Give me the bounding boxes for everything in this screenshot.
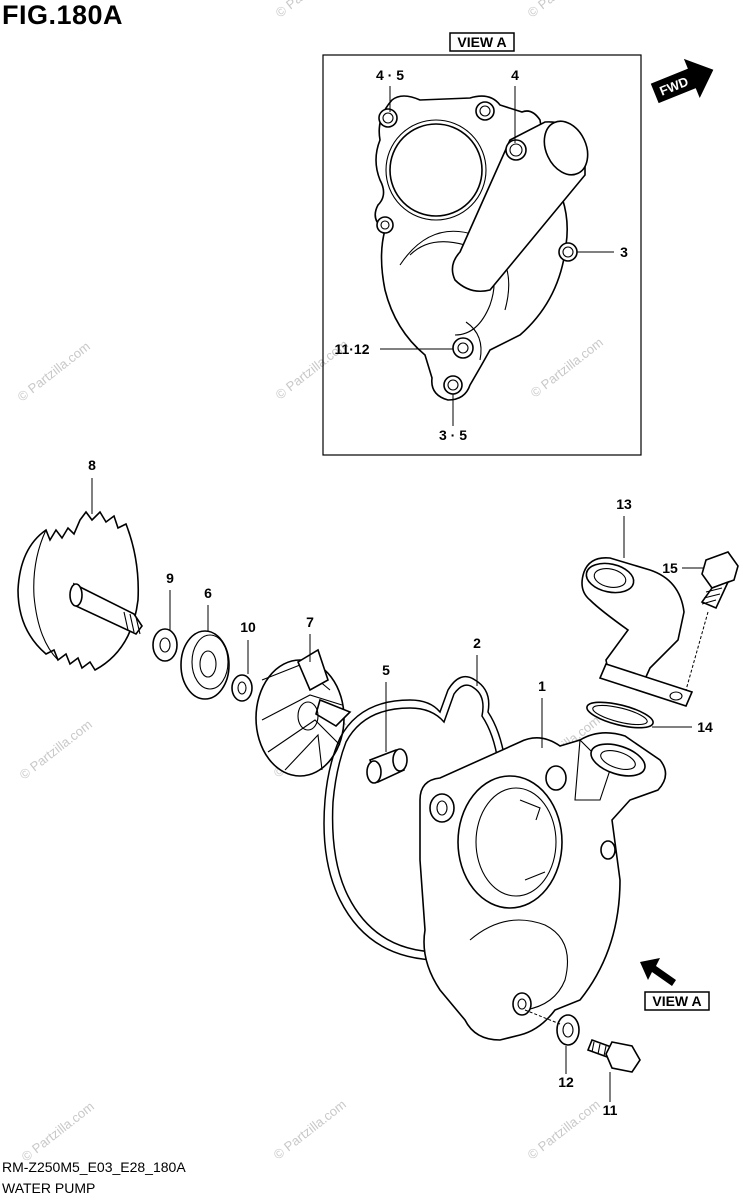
inset-callout-right: 3 (620, 244, 628, 260)
inset-main-bore (389, 123, 483, 217)
inset-hole-3-5 (443, 375, 463, 395)
inset-hole-3 (558, 242, 578, 262)
part-13-outlet-pipe (581, 556, 694, 707)
part-1-pump-cover (419, 732, 667, 1041)
inset-frame (322, 54, 642, 456)
inset-hole-4-5 (378, 108, 398, 128)
view-a-arrow: VIEW A (640, 958, 710, 1011)
part-12-washer (556, 1014, 580, 1046)
view-a-label: VIEW A (457, 34, 506, 50)
callout-5: 5 (382, 662, 390, 678)
watermark: © Partzilla.com (525, 0, 603, 20)
view-a-arrow-label: VIEW A (652, 993, 701, 1009)
model-code: RM-Z250M5_E03_E28_180A (2, 1159, 186, 1175)
fwd-arrow-icon (650, 58, 714, 104)
watermark: © Partzilla.com (17, 717, 95, 783)
watermark: © Partzilla.com (271, 1097, 349, 1163)
watermark: © Partzilla.com (273, 0, 351, 20)
callout-2: 2 (473, 635, 481, 651)
watermark: © Partzilla.com (19, 1099, 97, 1165)
callout-6: 6 (204, 585, 212, 601)
inset-hole-4 (505, 139, 527, 161)
fwd-arrow: FWD (650, 58, 714, 104)
inset-callout-top-left: 4 · 5 (376, 67, 404, 83)
callout-10: 10 (240, 619, 256, 635)
callout-9: 9 (166, 570, 174, 586)
part-8-pump-shaft-gear (17, 510, 143, 672)
part-14-o-ring (586, 701, 654, 729)
figure-title: FIG.180A (2, 0, 124, 30)
callout-11: 11 (603, 1102, 618, 1118)
section-name: WATER PUMP (2, 1180, 96, 1196)
callout-1: 1 (538, 678, 546, 694)
part-5-dowel-pin (366, 748, 408, 784)
watermark: © Partzilla.com (528, 335, 606, 401)
part-13-flange (598, 663, 694, 707)
callout-12: 12 (558, 1074, 574, 1090)
view-a-inset: VIEW A 4 · 5 4 3 11·12 3 · 5 (322, 32, 642, 456)
inset-hole-11-12 (452, 337, 474, 359)
callout-14: 14 (697, 719, 713, 735)
part-9-washer (152, 628, 178, 662)
view-a-arrow-icon (640, 958, 676, 986)
watermark: © Partzilla.com (525, 1097, 603, 1163)
part-10-washer (231, 674, 253, 702)
callout-8: 8 (88, 457, 96, 473)
view-a-label-box (449, 32, 515, 52)
inset-callout-left: 11·12 (334, 341, 369, 357)
inset-callout-top-right: 4 (511, 67, 519, 83)
part-1-main-bore (457, 775, 563, 909)
callout-13: 13 (616, 496, 632, 512)
watermark: © Partzilla.com (15, 339, 93, 405)
callout-7: 7 (306, 614, 314, 630)
part-15-bolt (700, 551, 739, 610)
part-7-impeller (255, 648, 352, 777)
part-6-seal (180, 630, 230, 700)
part-11-bolt (586, 1038, 641, 1073)
callout-15: 15 (662, 560, 678, 576)
inset-callout-bottom: 3 · 5 (439, 427, 467, 443)
